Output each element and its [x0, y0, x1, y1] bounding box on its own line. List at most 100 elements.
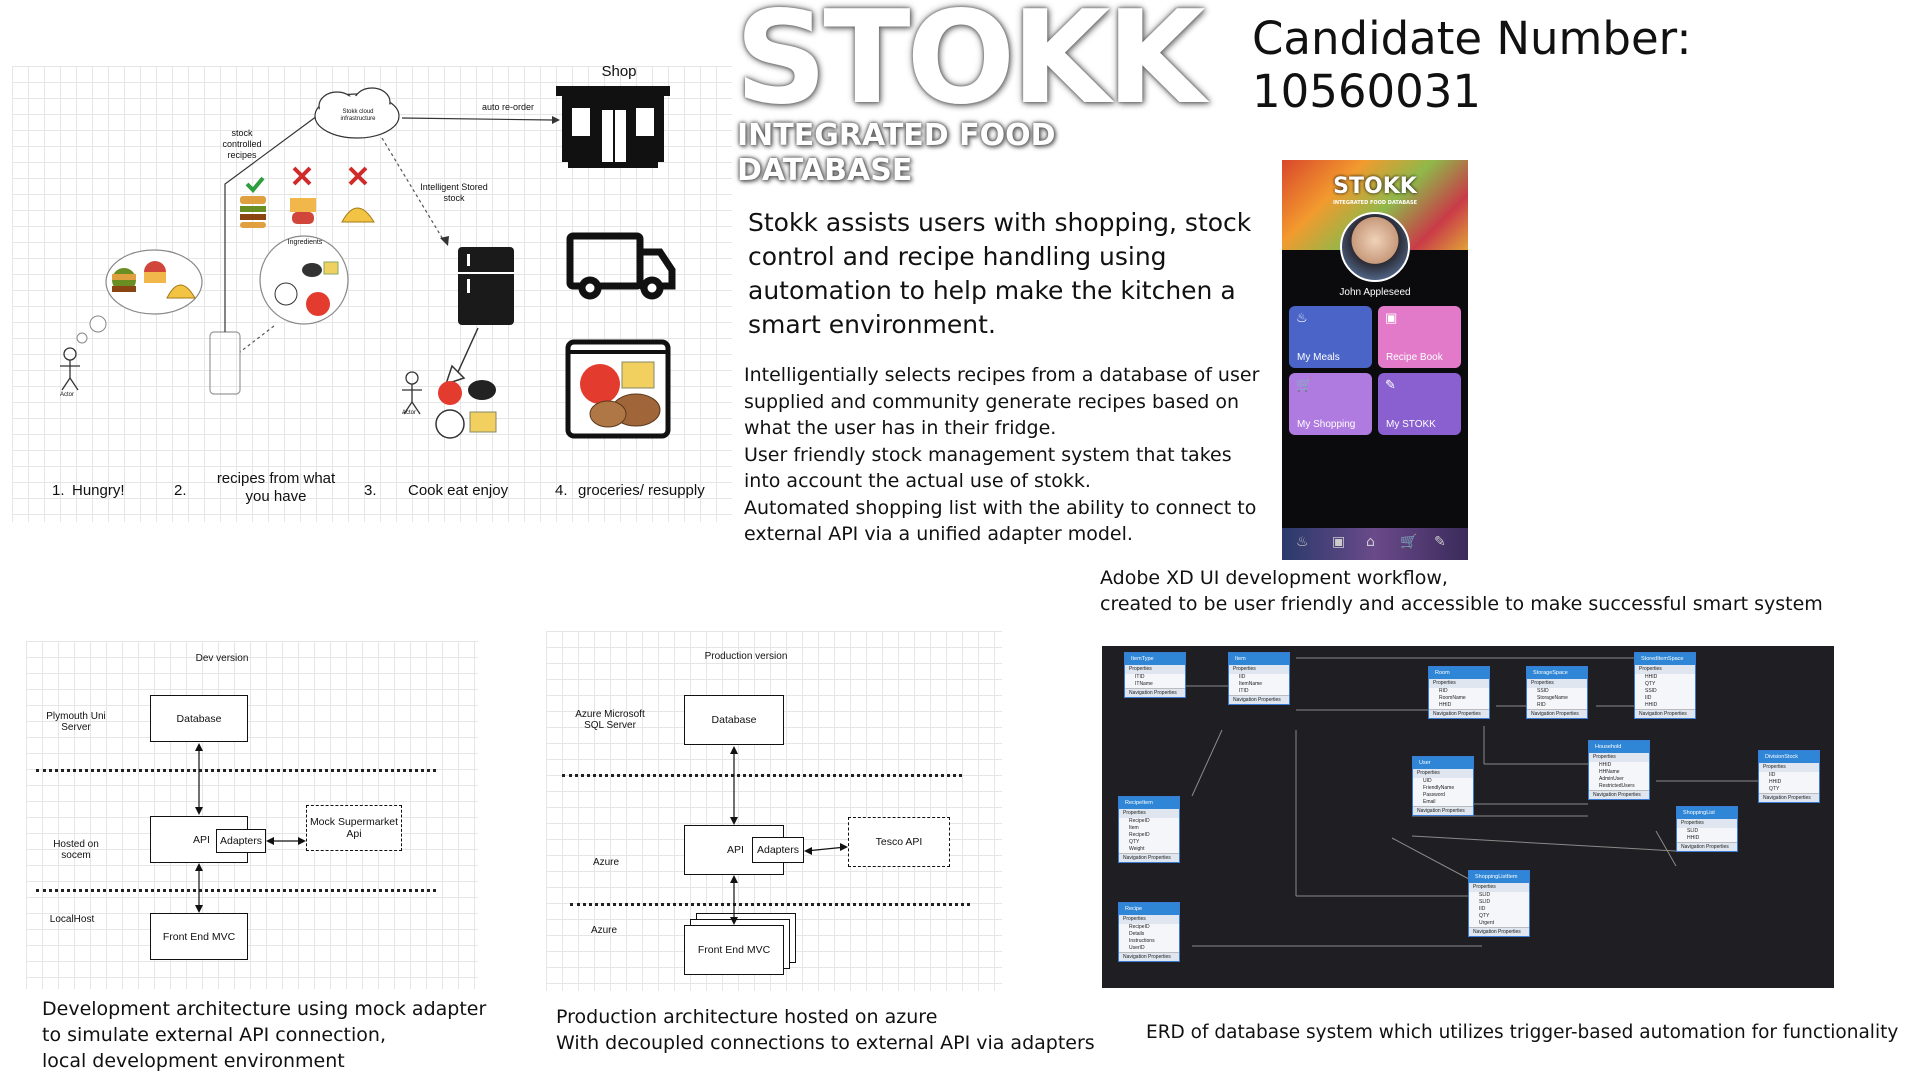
shop-icon — [556, 86, 670, 168]
prod-divider-2 — [570, 903, 970, 906]
prod-zone-1: Azure Microsoft SQL Server — [575, 709, 645, 731]
prod-zone-2: Azure — [592, 857, 620, 868]
prod-divider-1 — [562, 774, 962, 777]
erd-properties-label: Properties — [1589, 753, 1649, 762]
dev-title: Dev version — [195, 653, 249, 664]
erd-properties-label: Properties — [1119, 809, 1179, 818]
phone-outline — [209, 331, 241, 395]
step-2-label: recipes from what you have — [216, 470, 336, 505]
tile-my-stokk[interactable]: ✎ My STOKK — [1378, 373, 1461, 435]
erd-field: IID — [1479, 906, 1486, 912]
erd-properties-label: Properties — [1119, 915, 1179, 924]
erd-field: HHID — [1439, 702, 1452, 708]
cheese-icon — [469, 411, 497, 433]
erd-properties-label: Properties — [1413, 769, 1473, 778]
phone-logo-sub: INTEGRATED FOOD DATABASE — [1332, 200, 1418, 206]
erd-field: HHID — [1599, 762, 1612, 768]
cabbage-icon — [435, 409, 465, 439]
erd-entity-name: Recipe — [1119, 903, 1179, 915]
xd-caption-line-2: created to be user friendly and accessib… — [1100, 593, 1823, 615]
erd-field: IID — [1645, 695, 1652, 701]
erd-navigation-label: Navigation Properties — [1469, 927, 1529, 936]
ingredients-bubble — [259, 235, 349, 325]
actor-label-2: Actor — [402, 410, 417, 416]
erd-field: RecipeID — [1129, 924, 1150, 930]
auto-reorder-label: auto re-order — [482, 102, 535, 112]
step-4-label: groceries/ resupply — [578, 482, 705, 499]
erd-field: AdminUser — [1599, 776, 1624, 782]
nav-cart-icon[interactable]: 🛒 — [1400, 534, 1418, 550]
step-1-num: 1. — [52, 482, 65, 499]
dev-zone-1: Plymouth Uni Server — [46, 711, 106, 733]
erd-entity-name: Item — [1229, 653, 1289, 665]
erd-properties-label: Properties — [1759, 763, 1819, 772]
avatar[interactable] — [1340, 212, 1410, 282]
feature-line: Intelligentially selects recipes from a … — [744, 364, 1260, 386]
erd-navigation-label: Navigation Properties — [1429, 709, 1489, 718]
prod-caption-line: With decoupled connections to external A… — [556, 1032, 1095, 1054]
erd-field: ITName — [1135, 681, 1153, 687]
nav-home-icon[interactable]: ⌂ — [1366, 534, 1375, 550]
erd-field: UserID — [1129, 945, 1145, 951]
dev-frontend-box: Front End MVC — [150, 913, 248, 960]
erd-properties-label: Properties — [1527, 679, 1587, 688]
dev-caption: Development architecture using mock adap… — [42, 996, 502, 1074]
dev-architecture-diagram: Dev version Plymouth Uni Server Hosted o… — [26, 641, 478, 989]
erd-entity-name: StoredItemSpace — [1635, 653, 1695, 665]
tile-my-meals[interactable]: ♨ My Meals — [1289, 306, 1372, 368]
erd-navigation-label: Navigation Properties — [1119, 853, 1179, 862]
bottom-nav: ♨ ▣ ⌂ 🛒 ✎ — [1282, 528, 1468, 560]
feature-line: User friendly stock management system th… — [744, 443, 1232, 466]
erd-entity-name: RecipeItem — [1119, 797, 1179, 809]
erd-navigation-label: Navigation Properties — [1635, 709, 1695, 718]
erd-field: IID — [1239, 674, 1246, 680]
prod-api-label: API — [727, 844, 744, 856]
nav-list-icon[interactable]: ✎ — [1434, 534, 1446, 550]
erd-field: QTY — [1479, 913, 1490, 919]
nav-book-icon[interactable]: ▣ — [1332, 534, 1346, 550]
dev-database-box: Database — [150, 695, 248, 742]
intro-text: Stokk assists users with shopping, stock… — [748, 208, 1252, 339]
prod-architecture-diagram: Production version Azure Microsoft SQL S… — [546, 631, 1002, 991]
dev-caption-line: Development architecture using mock adap… — [42, 998, 487, 1020]
erd-properties-label: Properties — [1677, 819, 1737, 828]
erd-field: HHName — [1599, 769, 1620, 775]
meals-icon: ♨ — [1296, 310, 1308, 325]
prod-adapters-box: Adapters — [752, 837, 804, 863]
cloud-label: Stokk cloud infrastructure — [340, 109, 376, 122]
tile-recipe-book[interactable]: ▣ Recipe Book — [1378, 306, 1461, 368]
erd-navigation-label: Navigation Properties — [1589, 790, 1649, 799]
nav-meals-icon[interactable]: ♨ — [1296, 534, 1309, 550]
dev-divider-1 — [36, 769, 436, 772]
erd-properties-label: Properties — [1469, 883, 1529, 892]
erd-field: Urgent — [1479, 920, 1495, 926]
feature-list: Intelligentially selects recipes from a … — [744, 362, 1264, 548]
erd-field: QTY — [1769, 786, 1780, 792]
erd-field: ITID — [1239, 688, 1249, 694]
erd-entity-name: DivisionStock — [1759, 751, 1819, 763]
erd-field: Item — [1129, 825, 1139, 831]
phone-mockup: STOKK INTEGRATED FOOD DATABASE John Appl… — [1282, 160, 1468, 560]
erd-field: FriendlyName — [1423, 785, 1455, 791]
feature-line: Automated shopping list with the ability… — [744, 496, 1257, 519]
stokk-logo: STOKK — [735, 0, 1206, 133]
erd-navigation-label: Navigation Properties — [1125, 688, 1185, 697]
erd-field: Details — [1129, 931, 1145, 937]
tile-my-shopping[interactable]: 🛒 My Shopping — [1289, 373, 1372, 435]
erd-field: HHID — [1645, 674, 1658, 680]
erd-field: RoomName — [1439, 695, 1466, 701]
erd-navigation-label: Navigation Properties — [1229, 695, 1289, 704]
erd-relationships — [1179, 657, 1758, 947]
feature-line: external API via a unified adapter model… — [744, 523, 1133, 545]
erd-field: QTY — [1645, 681, 1656, 687]
stock-controlled-label: stock controlled recipes — [222, 128, 262, 160]
candidate-number: Candidate Number: 10560031 — [1252, 12, 1692, 118]
step-3-num: 3. — [364, 482, 377, 499]
erd-navigation-label: Navigation Properties — [1119, 952, 1179, 961]
